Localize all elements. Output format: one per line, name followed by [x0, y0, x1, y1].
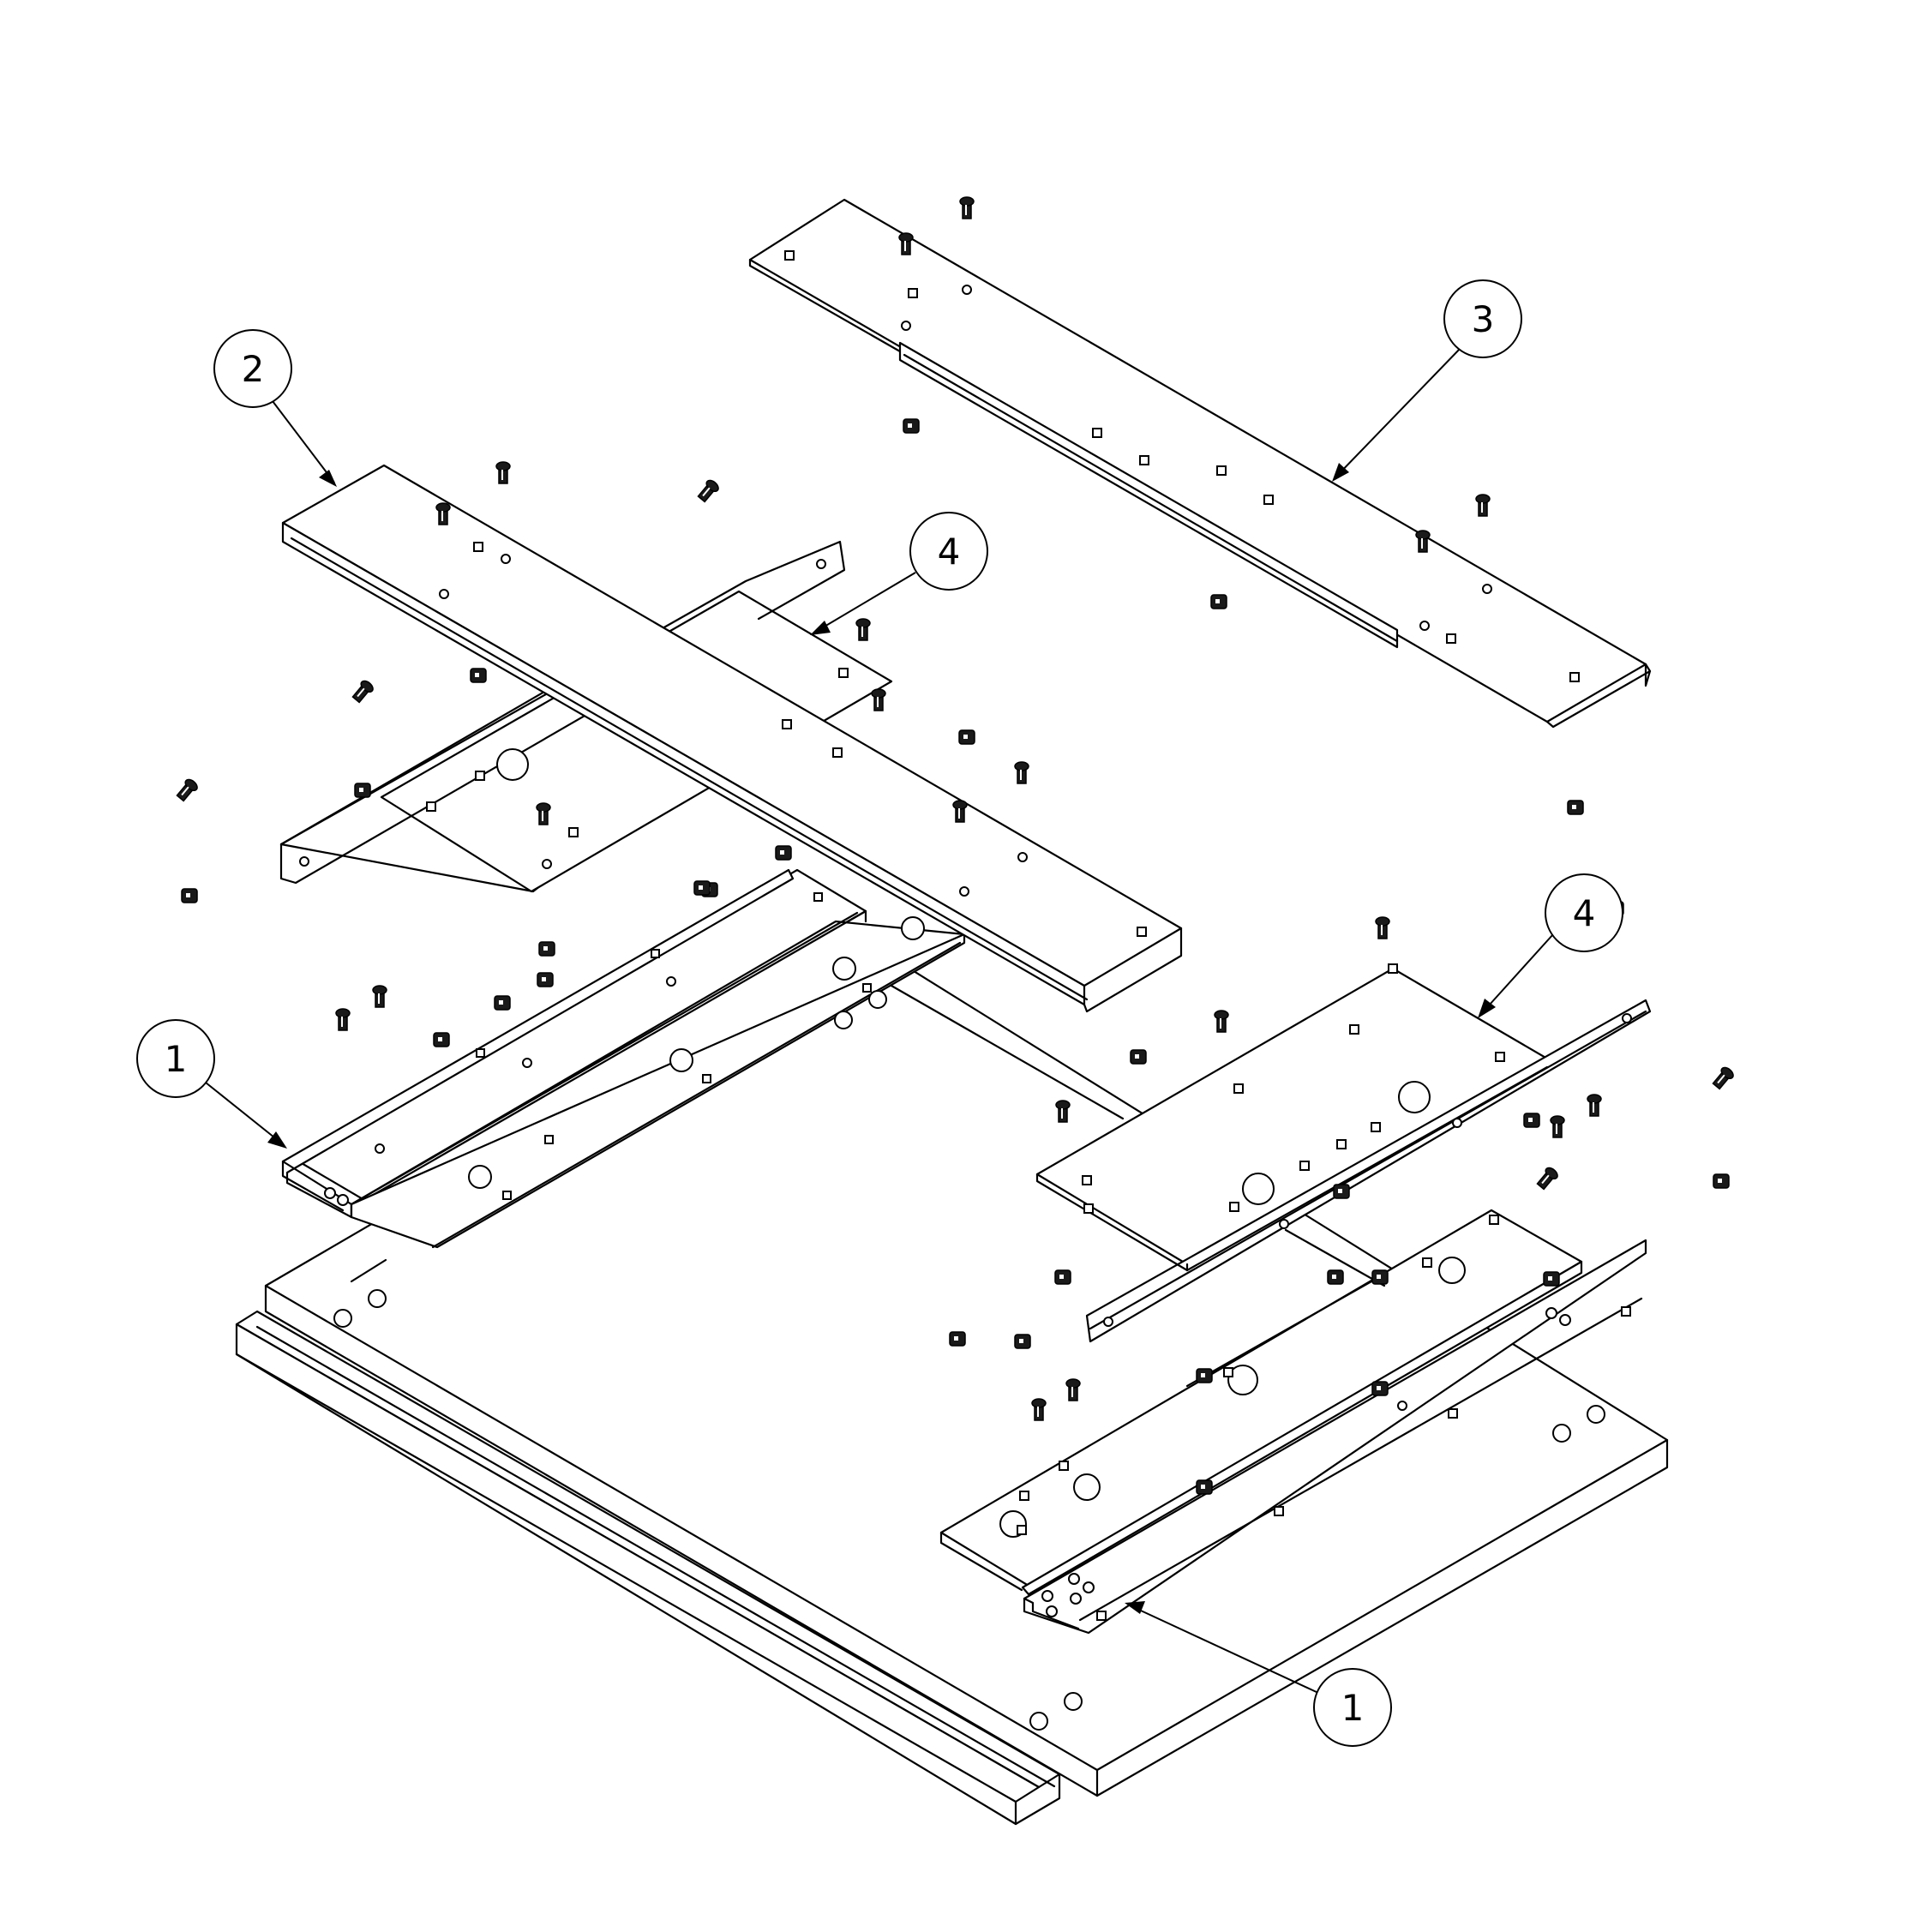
clip-nut: [1327, 1269, 1344, 1285]
clip-nut: [958, 729, 975, 745]
screw: [1375, 916, 1390, 939]
balloon-2: 2: [213, 329, 337, 487]
clip-nut: [1371, 1269, 1389, 1285]
clip-nut: [1196, 1479, 1213, 1495]
clip-nut: [1196, 1368, 1213, 1383]
clip-nut: [1054, 1269, 1071, 1285]
clip-nut: [1014, 1334, 1031, 1349]
clip-nut: [537, 972, 554, 987]
balloon-3: 3: [1332, 279, 1522, 482]
screw: [871, 688, 886, 711]
clip-nut: [1130, 1049, 1147, 1065]
clip-nut: [181, 888, 198, 903]
screw: [536, 802, 551, 825]
screw: [1550, 1115, 1565, 1138]
clip-nut: [538, 941, 555, 957]
clip-nut: [1543, 1271, 1560, 1287]
screw: [1536, 1167, 1558, 1191]
part-3-channel: [748, 198, 1652, 729]
part-1-left-bracket: [281, 868, 966, 1249]
balloon-4-top: 4: [810, 512, 988, 635]
fasteners: [176, 196, 1734, 1495]
screw: [1587, 1094, 1602, 1117]
screw: [898, 232, 914, 255]
clip-nut: [693, 880, 711, 896]
clip-nut: [1371, 1381, 1389, 1396]
balloon-3-label: 3: [1472, 298, 1495, 340]
balloon-1-left: 1: [136, 1019, 287, 1149]
clip-nut: [354, 783, 371, 798]
clip-nut: [903, 418, 920, 434]
screw: [176, 778, 198, 802]
screw: [1065, 1378, 1081, 1401]
screw: [855, 618, 871, 641]
screw: [1055, 1100, 1071, 1123]
part-1-right-bracket: [939, 1209, 1647, 1635]
part-4-right-bracket: [1035, 963, 1652, 1343]
clip-nut: [1210, 594, 1227, 609]
balloon-4-top-label: 4: [938, 531, 961, 573]
screw: [1214, 1010, 1229, 1033]
screw: [959, 196, 975, 219]
clip-nut: [433, 1032, 450, 1047]
clip-nut: [494, 995, 511, 1011]
screw: [435, 502, 451, 525]
screw: [351, 680, 374, 704]
screw: [495, 461, 511, 484]
explode-lines: [350, 984, 1386, 1388]
clip-nut: [470, 668, 487, 683]
balloon-4-right-label: 4: [1573, 892, 1596, 934]
screw: [1014, 761, 1029, 784]
screw: [335, 1008, 351, 1031]
balloon-4-right: 4: [1478, 873, 1623, 1018]
screw: [1031, 1398, 1047, 1421]
clip-nut: [1333, 1184, 1350, 1199]
balloon-1-bottom: 1: [1125, 1601, 1392, 1747]
clip-nut: [1567, 800, 1584, 815]
part-2-channel: [281, 464, 1183, 1013]
balloon-1-bottom-label: 1: [1341, 1687, 1365, 1729]
screw: [372, 985, 387, 1008]
balloon-1-left-label: 1: [165, 1038, 188, 1080]
balloon-2-label: 2: [242, 348, 265, 390]
screw: [697, 479, 719, 503]
screw: [1712, 1066, 1734, 1090]
clip-nut: [1713, 1173, 1730, 1189]
clip-nut: [949, 1331, 966, 1347]
screw: [1475, 494, 1491, 517]
front-rail: [235, 1310, 1061, 1826]
screw: [1415, 530, 1431, 553]
clip-nut: [1523, 1113, 1540, 1128]
clip-nut: [775, 845, 792, 861]
screw: [952, 800, 968, 823]
